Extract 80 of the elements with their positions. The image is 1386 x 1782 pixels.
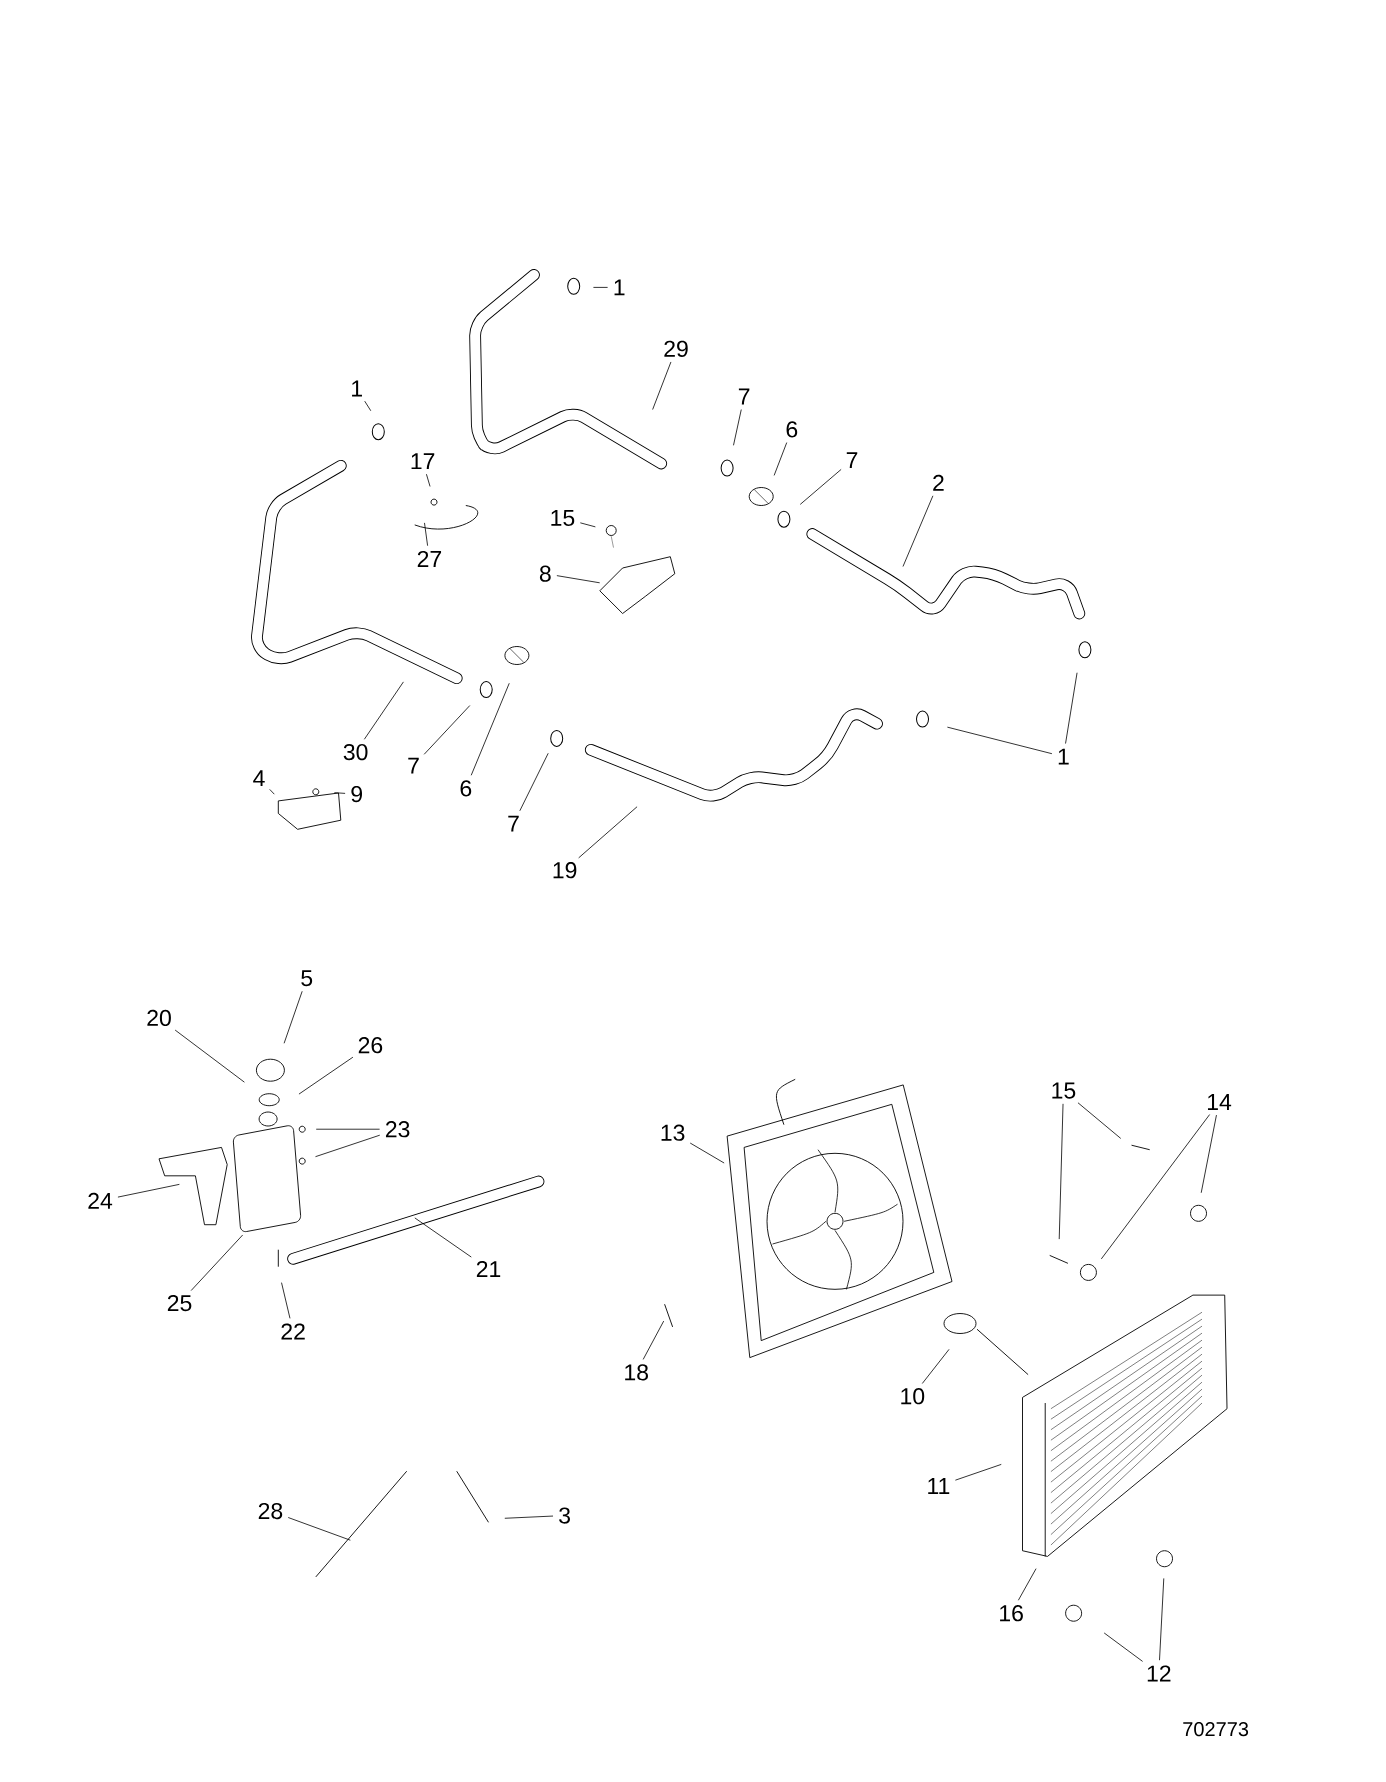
callout-number: 6 (786, 421, 798, 438)
leader-line (921, 1348, 950, 1384)
leader-line (947, 726, 1053, 755)
callout-number: 7 (846, 452, 858, 468)
callout-number: 7 (408, 757, 419, 774)
callout-number: 19 (553, 862, 577, 879)
leader-line (593, 287, 608, 288)
leader-line (1100, 1114, 1211, 1260)
leader-line (287, 1517, 351, 1541)
callout-number: 18 (625, 1364, 648, 1381)
callout-number: 3 (559, 1507, 570, 1524)
leader-line (117, 1183, 180, 1198)
leader-line (1103, 1632, 1143, 1662)
leader-line (652, 361, 672, 410)
callout-number: 14 (1208, 1094, 1232, 1110)
leader-line (269, 788, 275, 795)
leader-line (190, 1234, 244, 1291)
leader-line (364, 400, 372, 412)
leader-line (281, 1282, 291, 1319)
leader-line (363, 681, 404, 740)
leader-line (424, 522, 428, 547)
callout-number: 1 (352, 380, 362, 397)
callout-number: 1 (1058, 748, 1069, 765)
leader-line (1065, 672, 1078, 744)
callout-number: 15 (551, 510, 575, 526)
leader-line (1200, 1114, 1217, 1194)
callout-number: 4 (253, 770, 265, 787)
leader-line (298, 1056, 354, 1095)
callout-number: 5 (301, 970, 313, 987)
callout-number: 17 (411, 453, 435, 470)
callout-number: 7 (508, 815, 519, 832)
leader-line (315, 1128, 380, 1130)
leader-line (579, 522, 596, 528)
leader-line (1159, 1578, 1165, 1661)
leader-line (1058, 1103, 1064, 1240)
callout-number: 24 (88, 1192, 113, 1209)
callout-number: 22 (281, 1323, 305, 1340)
callout-number: 29 (664, 340, 688, 357)
leader-line (955, 1464, 1002, 1481)
drawing-number: 702773 (1183, 1722, 1249, 1737)
callout-number: 2 (933, 474, 944, 491)
leader-line (519, 752, 549, 812)
callout-number: 26 (358, 1037, 383, 1054)
callout-number: 6 (460, 780, 472, 797)
leader-line (414, 1217, 472, 1258)
callout-number: 20 (147, 1009, 171, 1027)
leader-line (470, 682, 510, 776)
leader-line (642, 1320, 665, 1360)
callout-number: 21 (476, 1261, 501, 1278)
callout-number: 30 (343, 743, 368, 761)
leader-line (174, 1029, 245, 1083)
callout-number: 8 (539, 565, 551, 582)
leader-line (799, 469, 842, 505)
callout-number: 25 (167, 1294, 192, 1312)
leader-line (556, 575, 601, 584)
callout-number: 28 (258, 1502, 283, 1520)
leader-line (333, 792, 346, 794)
leader-line (689, 1142, 725, 1164)
callout-number: 7 (738, 388, 750, 405)
callout-number: 11 (928, 1478, 950, 1494)
callout-number: 10 (901, 1388, 925, 1405)
callout-number: 27 (417, 550, 442, 567)
callout-number: 12 (1147, 1665, 1171, 1682)
leader-line (423, 705, 471, 755)
leader-line (1077, 1102, 1122, 1139)
callout-number: 16 (1000, 1605, 1023, 1622)
leader-line (902, 495, 934, 567)
callout-number: 1 (614, 279, 625, 296)
leader-line (315, 1134, 381, 1158)
callout-number: 9 (351, 785, 362, 803)
leader-line (504, 1515, 554, 1519)
leader-line (578, 806, 638, 859)
leader-line (733, 409, 742, 446)
leader-line (1017, 1568, 1037, 1601)
callout-number: 23 (385, 1121, 410, 1138)
callout-number: 13 (661, 1124, 685, 1141)
callout-number: 15 (1052, 1082, 1076, 1099)
leader-line (426, 473, 431, 487)
leader-line (283, 990, 303, 1044)
leader-line (773, 442, 788, 476)
